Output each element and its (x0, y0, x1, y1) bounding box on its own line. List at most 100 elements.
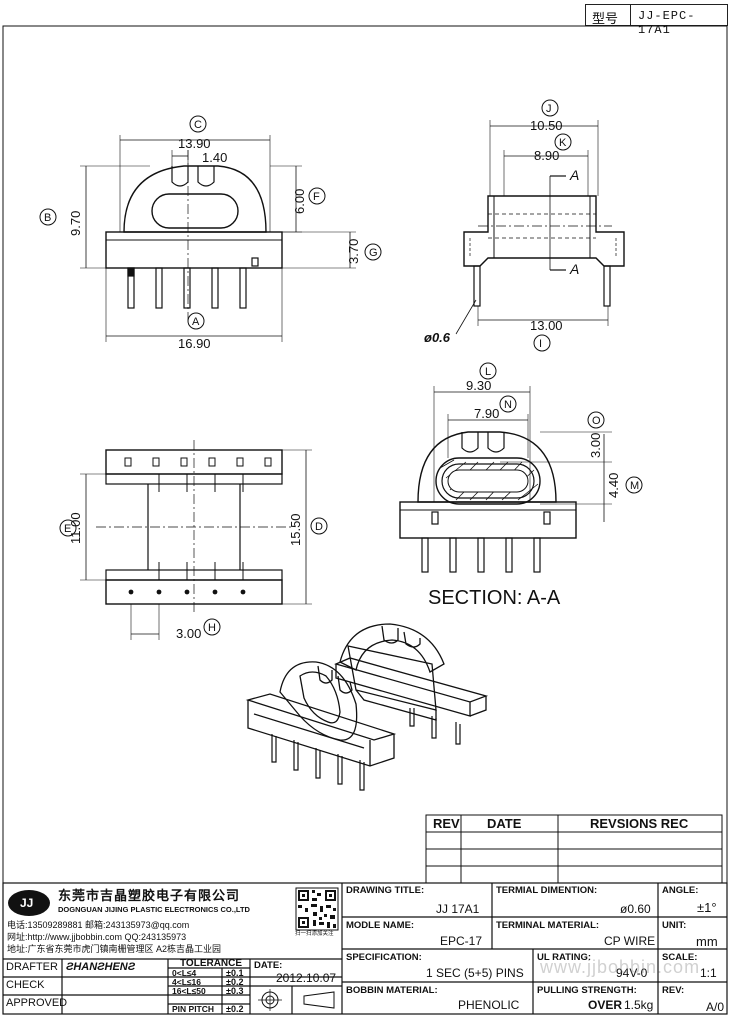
balloon-m: M (630, 480, 639, 492)
balloon-h: H (208, 622, 216, 634)
balloon-b: B (44, 212, 51, 224)
pulling-strength-over: OVER (588, 998, 623, 1012)
dim-n-value: 7.90 (474, 406, 499, 421)
angle-value: ±1° (697, 900, 717, 915)
module-name-value: EPC-17 (440, 934, 483, 948)
divider (630, 5, 631, 25)
dim-k-value: 8.90 (534, 148, 559, 163)
tolerance-value-4: ±0.2 (226, 1004, 244, 1014)
terminal-material-label: TERMINAL MATERIAL: (496, 920, 600, 931)
unit-label: UNIT: (662, 920, 687, 931)
rev-header-rev: REV (433, 816, 460, 831)
top-view (80, 440, 312, 640)
scale-value: 1:1 (700, 966, 717, 980)
section-view-balloons: L N O M (479, 362, 643, 494)
module-name-label: MODLE NAME: (346, 920, 415, 931)
tolerance-value-2: ±0.2 (226, 977, 244, 987)
section-mark-bottom: A (569, 261, 579, 277)
balloon-a: A (192, 316, 200, 328)
isometric-view (245, 623, 489, 791)
dim-g-value: 3.70 (346, 239, 361, 264)
drawing-title-value: JJ 17A1 (436, 902, 480, 916)
tolerance-range-1: 0<L≤4 (172, 968, 197, 978)
tolerance-label: TOLERANCE (180, 958, 243, 969)
company-phone: 电话:13509289881 邮箱:243135973@qq.com (7, 920, 190, 930)
balloon-n: N (504, 399, 512, 411)
approved-label: APPROVED (6, 997, 68, 1009)
balloon-e: E (64, 523, 71, 535)
section-title: SECTION: A-A (428, 587, 561, 609)
pulling-strength-label: PULLING STRENGTH: (537, 985, 637, 996)
balloon-k: K (559, 137, 567, 149)
tolerance-range-3: 16<L≤50 (172, 986, 206, 996)
balloon-g: G (369, 247, 378, 259)
balloon-f: F (313, 191, 320, 203)
date-value: 2012.10.07 (276, 971, 337, 985)
rev-value: A/0 (706, 1000, 725, 1014)
qr-caption: 扫一扫添加关注 (295, 931, 334, 937)
dim-d-value: 15.50 (288, 513, 303, 546)
terminal-dimension-value: ø0.60 (620, 902, 651, 916)
section-view (399, 386, 612, 573)
dim-m-value: 4.40 (606, 473, 621, 498)
balloon-i: I (539, 338, 542, 350)
logo-text: JJ (20, 896, 34, 910)
company-website: 网址:http://www.jjbobbin.com QQ:243135973 (7, 932, 187, 942)
balloon-d: D (315, 521, 323, 533)
dim-j-value: 10.50 (530, 118, 563, 133)
company-address: 地址:广东省东莞市虎门镇南栅管理区 A2栋吉晶工业园 (7, 944, 222, 954)
bobbin-material-value: PHENOLIC (458, 998, 520, 1012)
revision-table (425, 814, 723, 884)
dim-f-value: 6.00 (292, 189, 307, 214)
dim-b-value: 9.70 (68, 211, 83, 236)
tolerance-value-3: ±0.3 (226, 986, 244, 996)
angle-label: ANGLE: (662, 885, 699, 896)
rev-label: REV: (662, 985, 685, 996)
specification-label: SPECIFICATION: (346, 952, 422, 963)
bobbin-material-label: BOBBIN MATERIAL: (346, 985, 438, 996)
dim-l-value: 9.30 (466, 378, 491, 393)
dim-slot-value: 1.40 (202, 150, 227, 165)
ul-rating-label: UL RATING: (537, 952, 592, 963)
company-name-cn: 东莞市吉晶塑胶电子有限公司 (58, 888, 241, 903)
drafter-label: DRAFTER (6, 961, 58, 973)
specification-value: 1 SEC (5+5) PINS (426, 966, 524, 980)
balloon-l: L (485, 366, 491, 378)
pulling-strength-value: 1.5kg (624, 998, 654, 1012)
date-label: DATE: (254, 960, 283, 971)
front-view (80, 135, 356, 342)
balloon-j: J (546, 103, 552, 115)
qr-code-icon (295, 887, 339, 931)
rev-header-records: REVSIONS REC (590, 816, 689, 831)
balloon-o: O (592, 415, 601, 427)
company-logo (8, 890, 50, 916)
dim-h-value: 3.00 (176, 626, 201, 641)
dim-c-value: 13.90 (178, 136, 211, 151)
side-view-balloons: J K I (533, 99, 572, 352)
terminal-dimension-label: TERMIAL DIMENTION: (496, 885, 598, 896)
dim-i-value: 13.00 (530, 318, 563, 333)
drafter-value: ƧHANƧHENƧ (66, 961, 136, 973)
section-mark-top: A (569, 167, 579, 183)
projection-symbol-icon (258, 989, 335, 1011)
tolerance-range-4: PIN PITCH (172, 1004, 215, 1014)
watermark-text: www.jjbobbin.com (540, 957, 701, 977)
company-name-en: DOGNGUAN JIJING PLASTIC ELECTRONICS CO.,… (58, 905, 250, 914)
model-label: 型号 (592, 11, 619, 26)
side-view (455, 120, 625, 335)
tolerance-value-1: ±0.1 (226, 968, 244, 978)
pin-diameter: ø0.6 (424, 330, 451, 345)
unit-value: mm (696, 934, 718, 949)
top-view-balloons: E D H (59, 517, 328, 636)
tolerance-range-2: 4<L≤16 (172, 977, 202, 987)
front-view-balloons: C F B G A (39, 115, 382, 330)
title-block-grid (2, 882, 728, 1015)
dim-a-value: 16.90 (178, 336, 211, 351)
scale-label: SCALE: (662, 952, 698, 963)
balloon-c: C (194, 119, 202, 131)
dim-o-value: 3.00 (588, 433, 603, 458)
rev-header-date: DATE (487, 816, 522, 831)
check-label: CHECK (6, 979, 45, 991)
terminal-material-value: CP WIRE (604, 934, 656, 948)
